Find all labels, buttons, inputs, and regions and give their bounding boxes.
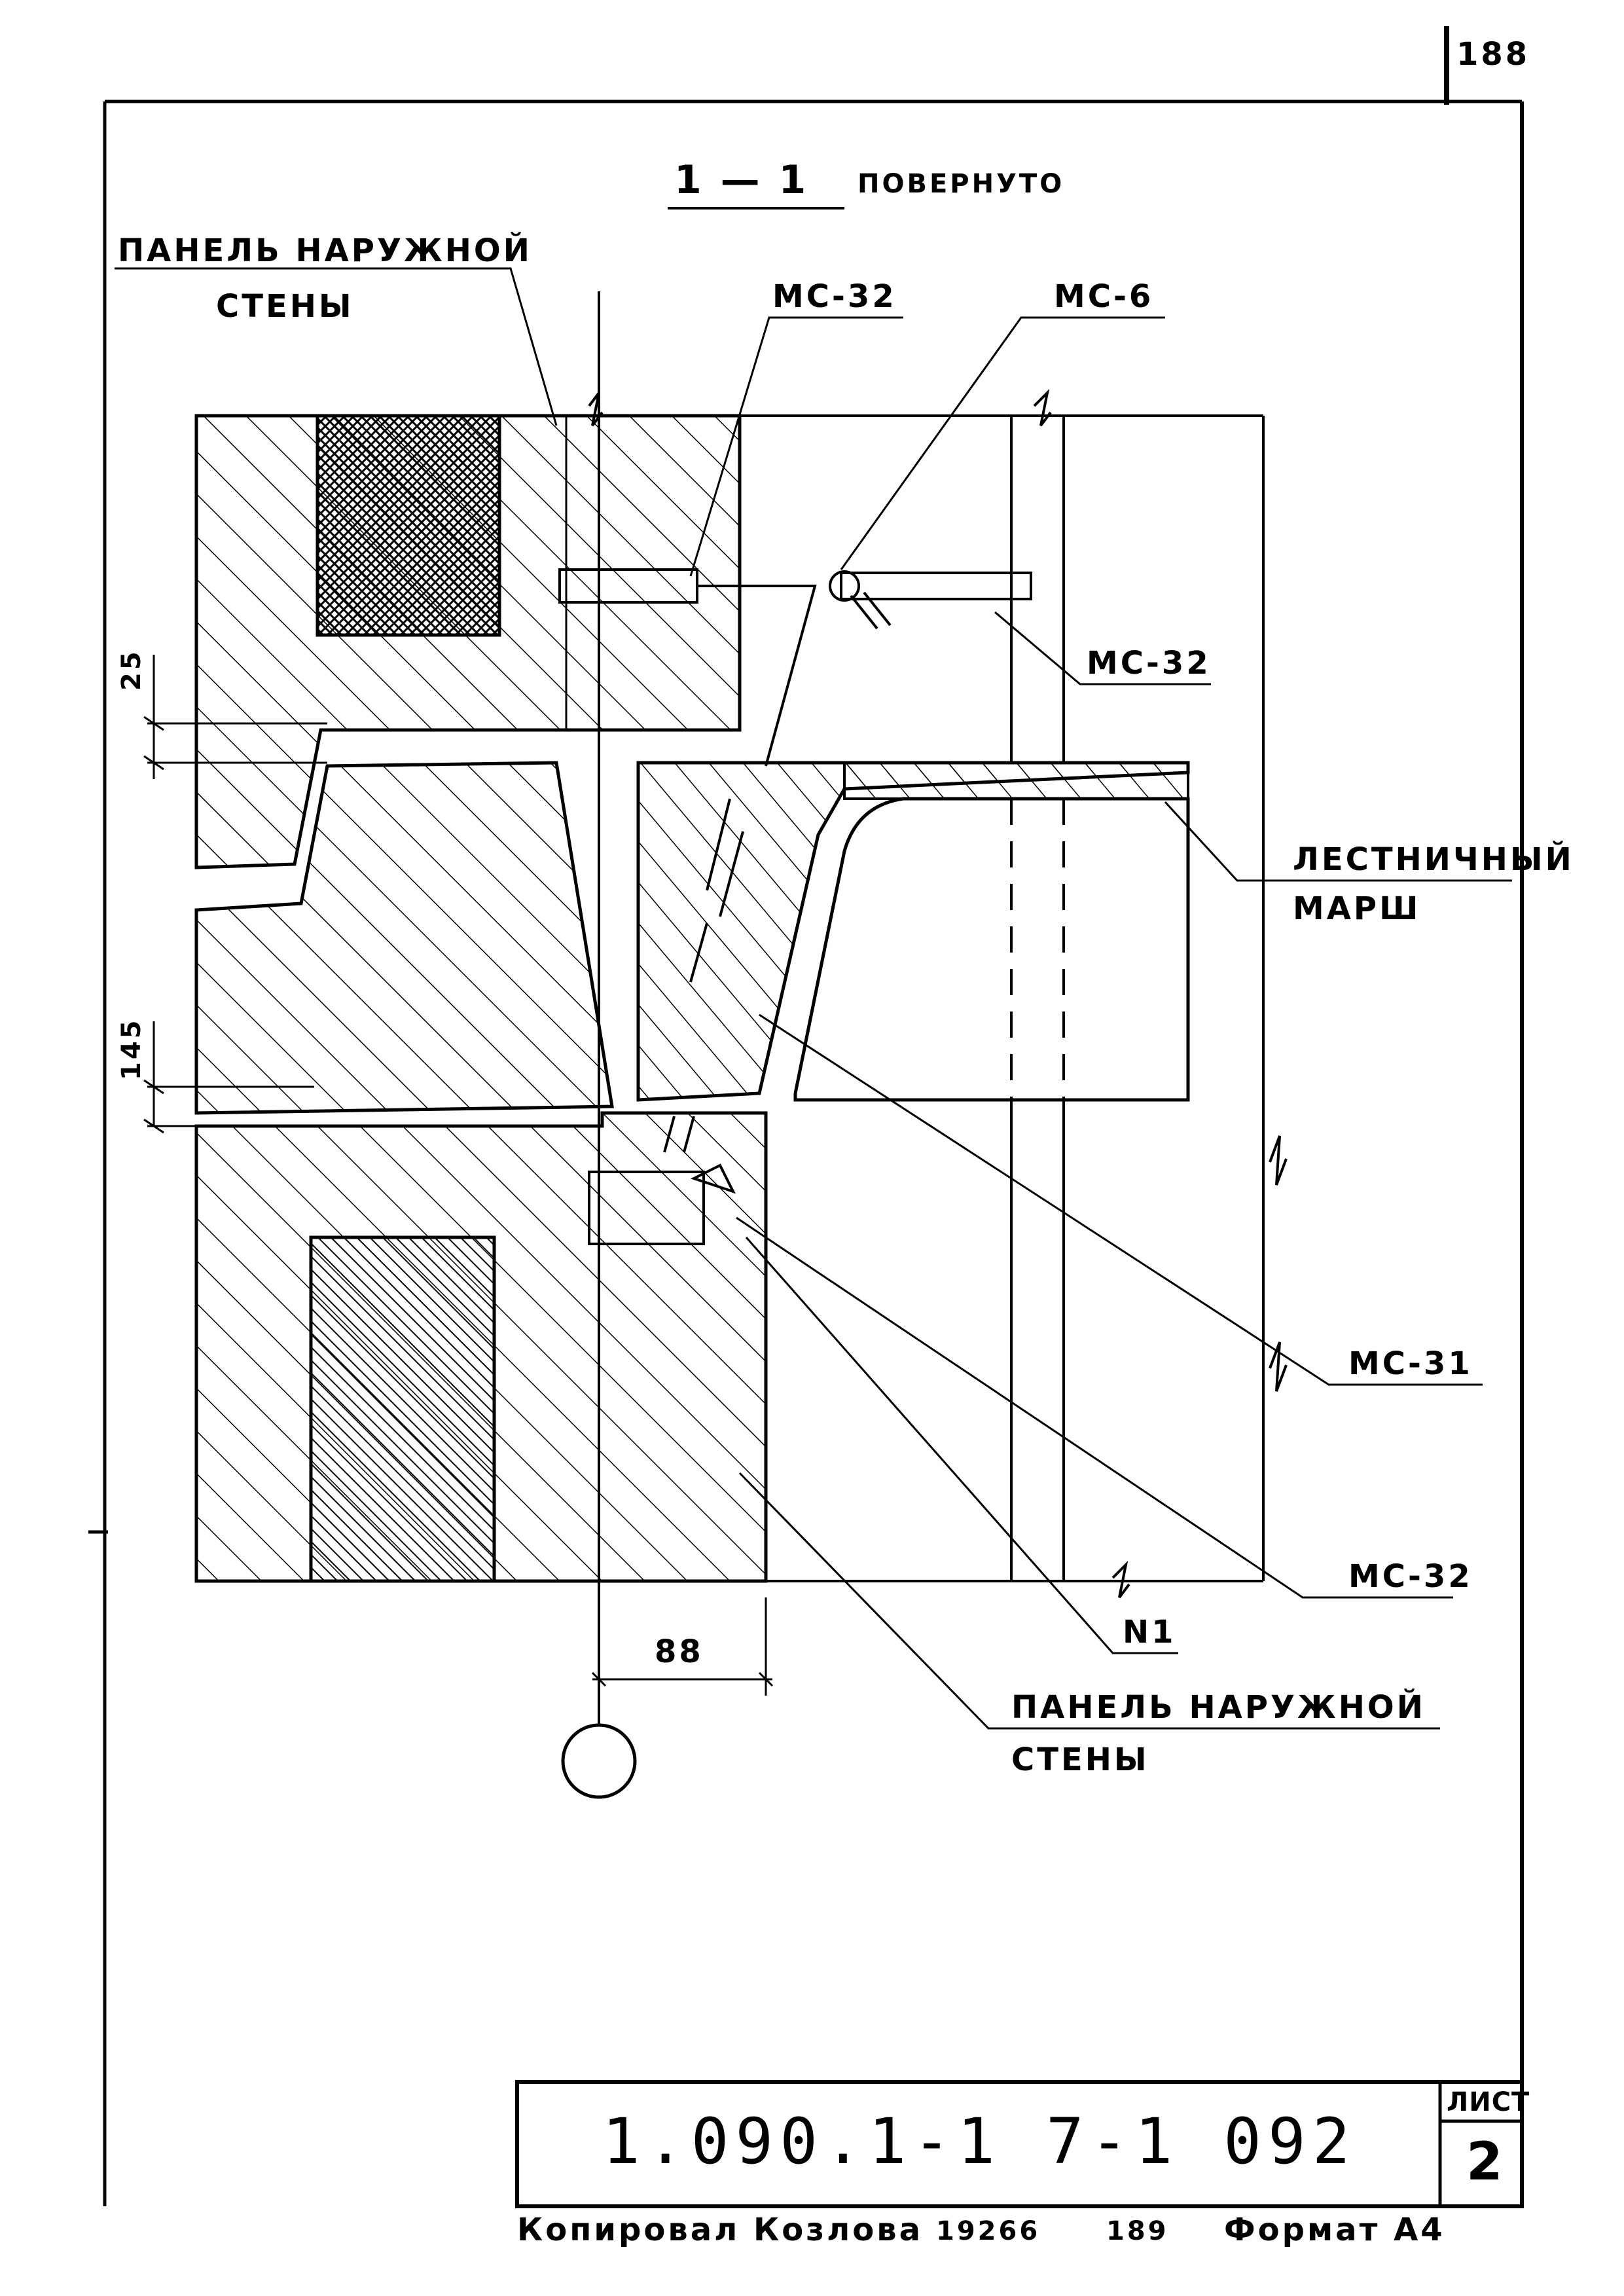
- stair-cage-wall: [1010, 416, 1265, 1581]
- section-title-mark: 1 — 1: [674, 157, 809, 203]
- label-mc32-top: МС-32: [772, 278, 897, 315]
- break-marks: [588, 388, 1288, 1599]
- embedded-parts: [558, 568, 1032, 1245]
- dimension-offset: 88: [655, 1633, 704, 1670]
- title-block: [515, 2080, 1524, 2208]
- footer-format: Формат А4: [1224, 2212, 1445, 2248]
- label-n1: N1: [1123, 1614, 1176, 1650]
- sheet-frame: [88, 26, 1524, 2206]
- page-number: 188: [1456, 36, 1530, 73]
- sheet-number: 2: [1466, 2131, 1506, 2192]
- leader-lines: [115, 267, 1512, 1730]
- footer-copied-by: Копировал Козлова: [517, 2212, 923, 2248]
- label-outer-wall-panel-top-line2: СТЕНЫ: [216, 288, 354, 325]
- upper-wall-panel: [194, 414, 1263, 869]
- lower-wall-panel: [194, 1111, 1263, 1583]
- label-mc6: МС-6: [1054, 278, 1154, 315]
- dimension-gap-bottom: 145: [117, 1017, 147, 1081]
- document-code: 1.090.1-1 7-1 092: [602, 2105, 1357, 2178]
- stair-flight: [793, 761, 1190, 1102]
- sheet-label: ЛИСТ: [1447, 2087, 1530, 2117]
- grid-axis: [561, 291, 637, 1799]
- footer-order-number: 19266: [936, 2216, 1041, 2246]
- dimension-marks: [143, 655, 774, 1696]
- label-mc32-lower: МС-32: [1348, 1558, 1473, 1595]
- label-outer-wall-panel-bottom-line2: СТЕНЫ: [1011, 1741, 1149, 1778]
- label-outer-wall-panel-bottom-line1: ПАНЕЛЬ НАРУЖНОЙ: [1011, 1689, 1426, 1726]
- section-title-note: ПОВЕРНУТО: [857, 169, 1065, 199]
- axis-marker-circle: [561, 1723, 637, 1799]
- label-stair-flight-line1: ЛЕСТНИЧНЫЙ: [1293, 841, 1574, 878]
- label-mc32-right: МС-32: [1087, 645, 1211, 682]
- footer-page: 189: [1106, 2216, 1169, 2246]
- label-outer-wall-panel-top-line1: ПАНЕЛЬ НАРУЖНОЙ: [118, 232, 532, 269]
- label-stair-flight-line2: МАРШ: [1293, 890, 1421, 927]
- label-mc31: МС-31: [1348, 1345, 1473, 1382]
- dimension-gap-top: 25: [117, 649, 147, 691]
